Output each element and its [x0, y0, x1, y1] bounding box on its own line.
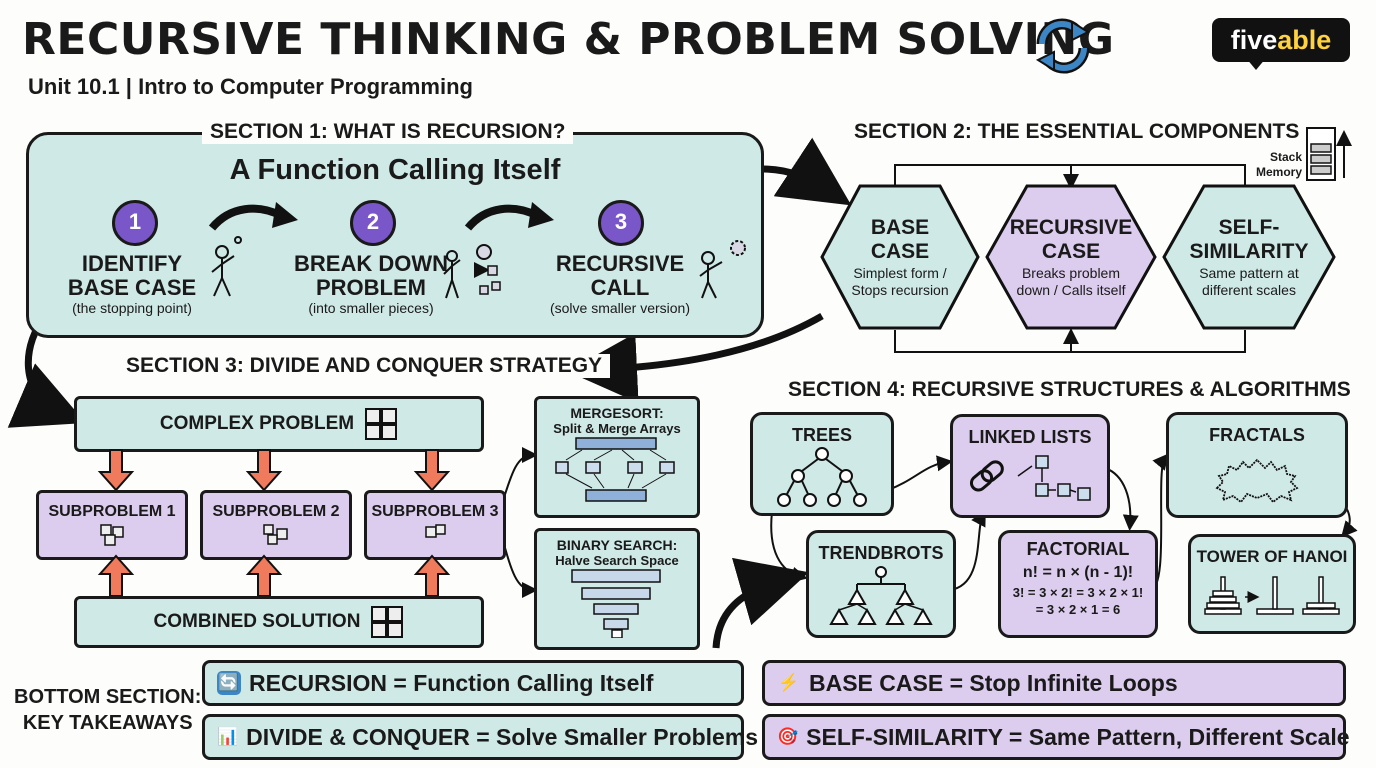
- hanoi-icon: [1204, 576, 1340, 615]
- hex1-desc: Simplest form /Stops recursion: [851, 265, 949, 298]
- mergesort-card: MERGESORT: Split & Merge Arrays: [534, 396, 700, 518]
- bar-chart-icon: 📊: [217, 727, 239, 746]
- merge-arrows: [97, 554, 451, 597]
- mergesort-diagram-icon: [555, 437, 675, 502]
- mergesort-title: MERGESORT:: [570, 405, 664, 421]
- fractals-title: FRACTALS: [1209, 425, 1305, 445]
- section2-heading: SECTION 2: THE ESSENTIAL COMPONENTS: [846, 120, 1308, 144]
- trees-title: TREES: [791, 425, 852, 445]
- takeaways-label: BOTTOM SECTION:KEY TAKEAWAYS: [14, 686, 202, 734]
- binary-search-desc: Halve Search Space: [555, 553, 679, 568]
- logo-tail: [1246, 58, 1266, 70]
- mergesort-desc: Split & Merge Arrays: [553, 421, 681, 436]
- subproblem-3-box: SUBPROBLEM 3: [364, 490, 506, 560]
- factorial-title: FACTORIAL: [1026, 539, 1130, 559]
- puzzle-piece-icon: [100, 524, 124, 546]
- stick-figure-throw-icon: [699, 240, 746, 299]
- hexagon-base-case: [820, 184, 980, 330]
- stack-memory-icon: [1306, 127, 1352, 181]
- takeaway-base-case: ⚡ BASE CASE = Stop Infinite Loops: [762, 660, 1346, 706]
- puzzle-piece-icon: [263, 524, 288, 545]
- section1-tagline: A Function Calling Itself: [229, 154, 561, 186]
- trees-card: TREES: [750, 412, 894, 516]
- trendbrots-card: TRENDBROTS: [806, 530, 956, 638]
- hexagon-recursive-case: [985, 184, 1157, 330]
- section1-heading: SECTION 1: WHAT IS RECURSION?: [202, 120, 574, 144]
- page-title: RECURSIVE THINKING & PROBLEM SOLVING: [22, 14, 1115, 65]
- factorial-card: FACTORIAL n! = n × (n - 1)! 3! = 3 × 2! …: [998, 530, 1158, 638]
- tower-of-hanoi-title: TOWER OF HANOI: [1196, 547, 1348, 566]
- trendbrots-title: TRENDBROTS: [818, 543, 944, 563]
- linked-list-icon: [969, 455, 1091, 501]
- subproblem-2-box: SUBPROBLEM 2: [200, 490, 352, 560]
- fractal-icon: [1215, 458, 1299, 504]
- factorial-formula: n! = n × (n - 1)!: [1022, 564, 1134, 581]
- puzzle-breakdown-icon: [443, 244, 501, 299]
- page-subtitle: Unit 10.1 | Intro to Computer Programmin…: [28, 74, 473, 99]
- hex3-title: SELF-SIMILARITY: [1189, 216, 1309, 263]
- step-number-2: 2: [350, 200, 396, 246]
- complex-problem-box: COMPLEX PROBLEM: [74, 396, 484, 452]
- binary-search-funnel-icon: [571, 569, 661, 639]
- recycle-icon: 🔄: [217, 671, 241, 695]
- tower-of-hanoi-card: TOWER OF HANOI: [1188, 534, 1356, 634]
- factorial-example: 3! = 3 × 2! = 3 × 2 × 1!: [1012, 585, 1144, 600]
- stick-figure-icon: [211, 236, 242, 297]
- takeaway-self-similarity: 🎯 SELF-SIMILARITY = Same Pattern, Differ…: [762, 714, 1350, 760]
- arrow-right-icon: [208, 202, 298, 231]
- binary-search-card: BINARY SEARCH: Halve Search Space: [534, 528, 700, 650]
- step3-subtitle: (solve smaller version): [549, 300, 691, 316]
- section3-heading: SECTION 3: DIVIDE AND CONQUER STRATEGY: [118, 354, 611, 378]
- refresh-icon: [1035, 18, 1091, 74]
- step-number-3: 3: [598, 200, 644, 246]
- puzzle-piece-icon: [425, 524, 446, 538]
- section4-heading: SECTION 4: RECURSIVE STRUCTURES & ALGORI…: [780, 378, 1359, 402]
- split-arrows: [97, 449, 451, 492]
- fractals-card: FRACTALS: [1166, 412, 1348, 518]
- lightning-icon: ⚡: [778, 673, 800, 692]
- puzzle-icon: [365, 408, 398, 440]
- linked-lists-title: LINKED LISTS: [968, 427, 1092, 447]
- fiveable-logo: fiveable: [1212, 18, 1350, 62]
- subproblem-1-box: SUBPROBLEM 1: [36, 490, 188, 560]
- factorial-result: = 3 × 2 × 1 = 6: [1035, 602, 1121, 617]
- hexagon-self-similarity: [1162, 184, 1336, 330]
- arrow-right-icon: [464, 202, 554, 231]
- tree-icon: [777, 447, 867, 507]
- takeaway-divide-conquer: 📊 DIVIDE & CONQUER = Solve Smaller Probl…: [202, 714, 758, 760]
- step-number-1: 1: [112, 200, 158, 246]
- triangle-tree-icon: [829, 566, 933, 625]
- combined-solution-box: COMBINED SOLUTION: [74, 596, 484, 648]
- binary-search-title: BINARY SEARCH:: [556, 537, 678, 553]
- step2-subtitle: (into smaller pieces): [308, 300, 434, 316]
- puzzle-icon: [371, 606, 404, 638]
- target-icon: 🎯: [777, 727, 799, 746]
- takeaway-recursion: 🔄 RECURSION = Function Calling Itself: [202, 660, 744, 706]
- step1-subtitle: (the stopping point): [72, 300, 192, 316]
- linked-lists-card: LINKED LISTS: [950, 414, 1110, 518]
